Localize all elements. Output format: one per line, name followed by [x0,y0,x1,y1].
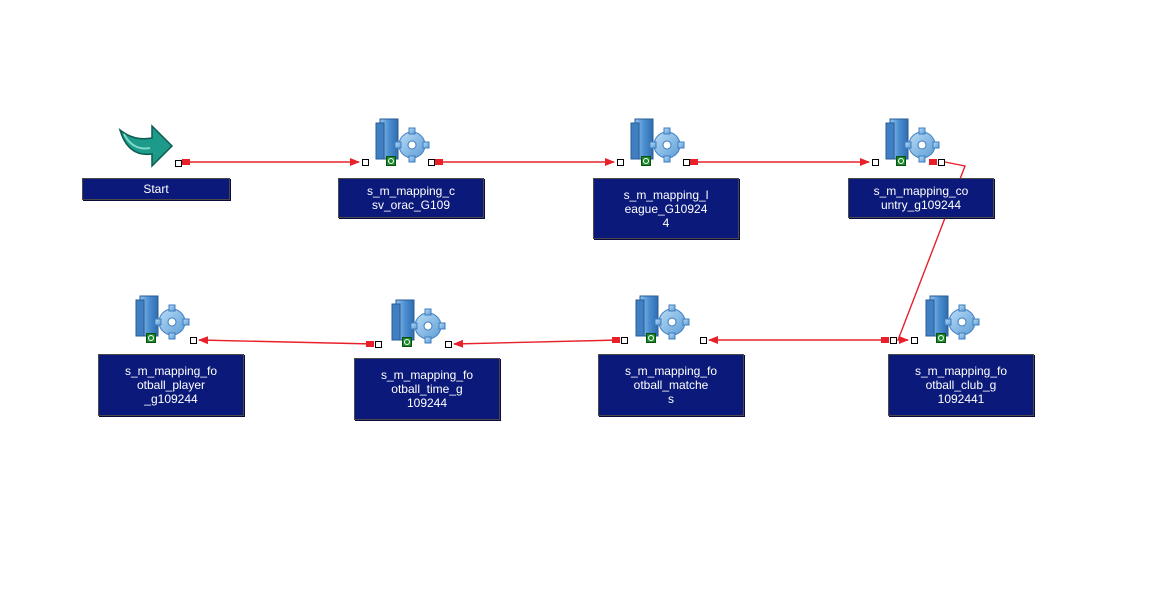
session-label: s_m_mapping_fo otball_matche s [598,354,744,416]
link-tail [612,337,620,343]
session-output-port[interactable] [621,337,628,344]
connection-status-icon [402,337,412,347]
link-tail [366,341,374,347]
start-arrow-icon [118,124,174,168]
session-icon [135,295,190,340]
session-icon [630,118,685,163]
connection-status-icon [146,333,156,343]
session-node[interactable]: s_m_mapping_fo otball_time_g 109244 [354,296,504,424]
connection-status-icon [936,333,946,343]
link-tail [929,159,937,165]
session-input-port[interactable] [445,341,452,348]
session-node[interactable]: s_m_mapping_fo otball_matche s [598,292,748,420]
session-input-port[interactable] [872,159,879,166]
start-node[interactable]: Start [82,120,230,202]
session-icon [391,299,446,344]
session-icon [925,295,980,340]
session-label: s_m_mapping_fo otball_club_g 1092441 [888,354,1034,416]
session-icon [375,118,430,163]
session-label: s_m_mapping_fo otball_time_g 109244 [354,358,500,420]
session-label: s_m_mapping_l eague_G10924 4 [593,178,739,239]
link-arrow[interactable] [198,336,375,345]
session-icon [635,295,690,340]
session-node[interactable]: s_m_mapping_fo otball_player _g109244 [98,292,248,420]
session-input-port[interactable] [362,159,369,166]
link-arrow[interactable] [896,161,966,344]
link-tail [182,159,190,165]
session-label: s_m_mapping_c sv_orac_G109 [338,178,484,218]
session-icon [885,118,940,163]
session-input-port[interactable] [911,337,918,344]
session-label: s_m_mapping_co untry_g109244 [848,178,994,218]
session-output-port[interactable] [683,159,690,166]
start-output-port[interactable] [175,160,182,167]
session-output-port[interactable] [890,337,897,344]
links-layer [182,158,966,348]
session-input-port[interactable] [700,337,707,344]
session-output-port[interactable] [375,341,382,348]
session-input-port[interactable] [617,159,624,166]
link-tail [690,159,698,165]
session-node[interactable]: s_m_mapping_c sv_orac_G109 [338,115,488,223]
session-node[interactable]: s_m_mapping_l eague_G10924 4 [593,115,743,243]
connection-status-icon [641,156,651,166]
link-tail [435,159,443,165]
link-tail [881,337,889,343]
session-label: s_m_mapping_fo otball_player _g109244 [98,354,244,416]
session-node[interactable]: s_m_mapping_co untry_g109244 [848,115,998,223]
connection-status-icon [896,156,906,166]
connection-status-icon [646,333,656,343]
link-arrow[interactable] [453,339,621,348]
session-input-port[interactable] [190,337,197,344]
session-output-port[interactable] [428,159,435,166]
start-label: Start [82,178,230,200]
session-node[interactable]: s_m_mapping_fo otball_club_g 1092441 [888,292,1038,420]
session-output-port[interactable] [938,159,945,166]
connection-status-icon [386,156,396,166]
